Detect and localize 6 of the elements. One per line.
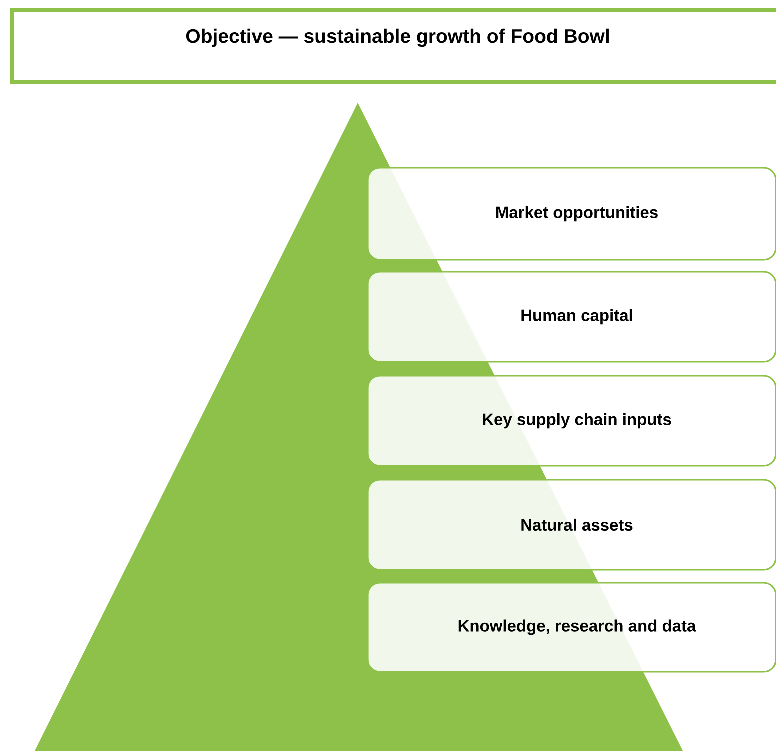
layer-box: Knowledge, research and data xyxy=(367,582,776,673)
layer-box: Market opportunities xyxy=(367,167,776,261)
layer-box: Human capital xyxy=(367,271,776,363)
layer-box: Natural assets xyxy=(367,479,776,571)
layer-box: Key supply chain inputs xyxy=(367,375,776,467)
objective-box: Objective — sustainable growth of Food Bowl xyxy=(10,8,776,84)
